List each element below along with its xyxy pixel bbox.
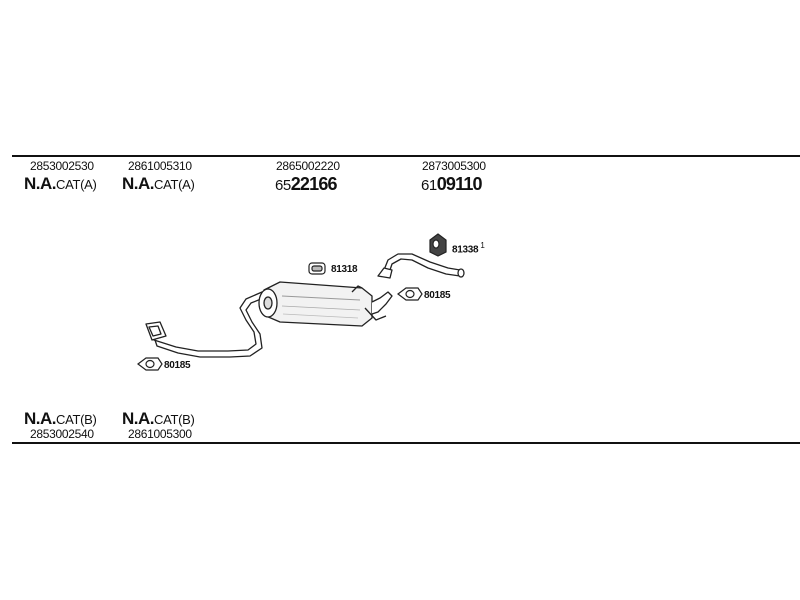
- variant-cat-text: CAT(A): [56, 177, 97, 192]
- variant-na-text: N.A.: [24, 174, 57, 193]
- callout-gasket-rear: 80185: [424, 290, 451, 301]
- part-number-main: 09110: [436, 174, 483, 194]
- variant-label-center-a: N.A.CAT(A): [122, 175, 195, 193]
- gasket-rear-part: [397, 287, 423, 301]
- part-number-rear-silencer: 6522166: [275, 174, 338, 194]
- part-number-prefix: 65: [275, 177, 291, 194]
- rear-silencer: [258, 281, 393, 327]
- part-number-main: 22166: [290, 174, 338, 194]
- callout-gasket-front: 80185: [164, 360, 191, 371]
- variant-cat-text: CAT(B): [56, 412, 97, 427]
- oem-number-rear-silencer: 2865002220: [276, 159, 340, 173]
- callout-rubber-mount-quantity: 1: [480, 241, 485, 250]
- oem-number-front-pipe-a: 2853002530: [30, 159, 94, 173]
- oem-number-front-pipe-b: 2853002540: [30, 427, 94, 441]
- variant-cat-text: CAT(A): [154, 177, 195, 192]
- part-number-prefix: 61: [421, 177, 437, 194]
- rubber-mount-part: [429, 233, 447, 257]
- gasket-front-part: [137, 357, 163, 371]
- oem-number-center-pipe-a: 2861005310: [128, 159, 192, 173]
- variant-na-text: N.A.: [24, 409, 57, 428]
- front-pipe: [145, 291, 267, 358]
- bottom-divider-line: [12, 442, 800, 444]
- callout-rubber-mount-number: 81338: [452, 244, 479, 256]
- oem-number-tail-pipe: 2873005300: [422, 159, 486, 173]
- variant-label-front-b: N.A.CAT(B): [24, 410, 97, 428]
- variant-cat-text: CAT(B): [154, 412, 195, 427]
- variant-label-center-b: N.A.CAT(B): [122, 410, 195, 428]
- variant-na-text: N.A.: [122, 409, 155, 428]
- variant-na-text: N.A.: [122, 174, 155, 193]
- top-divider-line: [12, 155, 800, 157]
- tail-pipe: [377, 253, 465, 279]
- oem-number-center-pipe-b: 2861005300: [128, 427, 192, 441]
- clamp-part: [308, 262, 326, 275]
- callout-clamp: 81318: [331, 264, 358, 275]
- variant-label-front-a: N.A.CAT(A): [24, 175, 97, 193]
- part-number-tail-pipe: 6109110: [421, 174, 483, 194]
